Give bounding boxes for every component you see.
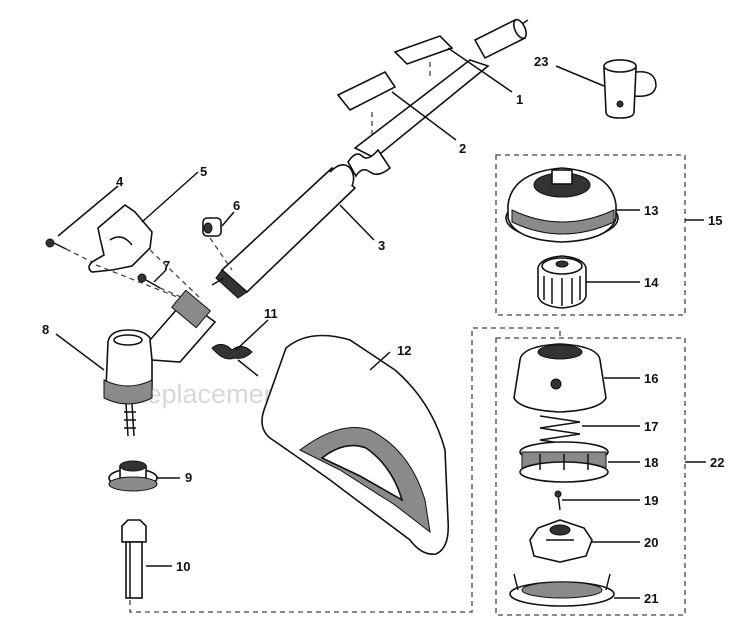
part-gearbox <box>103 289 217 437</box>
part-head-housing <box>505 167 619 243</box>
callout-16: 16 <box>644 371 658 386</box>
part-nut-6 <box>202 217 233 271</box>
leader-lines <box>55 47 706 599</box>
guide-line <box>149 249 201 299</box>
part-head-cover <box>513 343 607 413</box>
part-hex-bolt <box>121 519 147 599</box>
part-lower-shaft <box>211 164 357 299</box>
part-guard <box>261 334 450 556</box>
callout-5: 5 <box>200 164 207 179</box>
part-hub <box>529 519 593 563</box>
callout-1: 1 <box>516 92 523 107</box>
callout-8: 8 <box>42 322 49 337</box>
callout-23: 23 <box>534 54 548 69</box>
callout-7: 7 <box>163 258 170 273</box>
callout-9: 9 <box>185 470 192 485</box>
part-wing-screw <box>211 344 259 377</box>
part-base <box>509 573 615 607</box>
callout-3: 3 <box>378 238 385 253</box>
part-spring <box>539 415 581 447</box>
callout-17: 17 <box>644 419 658 434</box>
part-spool-knob <box>537 255 587 309</box>
callout-14: 14 <box>644 275 659 290</box>
part-bolt-7 <box>137 273 189 301</box>
part-shaft-label <box>336 70 397 138</box>
callout-6: 6 <box>233 198 240 213</box>
part-small-screw <box>554 490 562 511</box>
callout-15: 15 <box>708 213 722 228</box>
callout-10: 10 <box>176 559 190 574</box>
callout-21: 21 <box>644 591 658 606</box>
part-spindle-washer <box>108 460 158 492</box>
callout-2: 2 <box>459 141 466 156</box>
part-tool-cup <box>603 59 657 119</box>
box-22-head-assembly <box>495 337 686 616</box>
callout-19: 19 <box>644 493 658 508</box>
part-spool <box>519 441 609 483</box>
callout-13: 13 <box>644 203 658 218</box>
box-15-head-assembly <box>495 154 686 316</box>
assembly-connector-dashed <box>129 327 561 613</box>
callout-22: 22 <box>710 455 724 470</box>
part-clamp-bracket <box>88 203 153 273</box>
part-upper-shaft <box>347 18 529 178</box>
callout-4: 4 <box>116 174 124 189</box>
guide-line <box>95 264 186 301</box>
callout-18: 18 <box>644 455 658 470</box>
callout-12: 12 <box>397 343 411 358</box>
callout-20: 20 <box>644 535 658 550</box>
callout-11: 11 <box>264 306 278 321</box>
